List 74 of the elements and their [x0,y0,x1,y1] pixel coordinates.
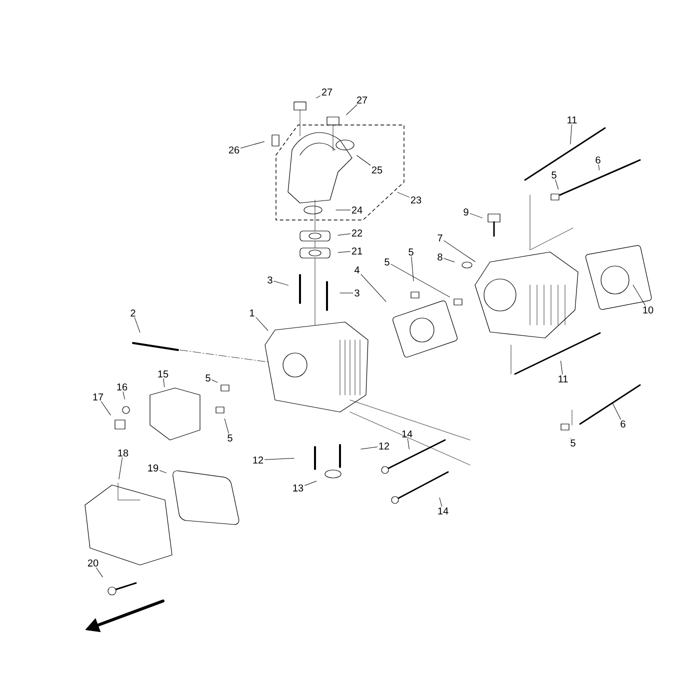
callout-number: 11 [558,376,568,382]
leader-line [444,240,476,262]
leader-line [439,498,442,507]
leader-line [598,164,600,170]
callout-number: 27 [356,96,368,104]
callout-number: 16 [117,383,128,391]
leader-line [560,360,563,375]
leader-line [360,446,378,450]
callout-number: 5 [206,374,210,382]
callout-number: 6 [596,156,600,164]
leader-line [360,274,386,302]
leader-line [470,213,483,218]
leader-line [122,391,125,400]
leader-line [390,264,450,298]
callout-number: 5 [570,440,576,446]
leader-line [212,380,218,383]
leader-line [240,141,264,148]
leader-line [96,568,103,578]
callout-number: 14 [402,430,412,438]
callout-number: 14 [438,508,448,514]
leader-line [411,256,414,282]
leader-line [407,438,410,450]
callout-number: 7 [438,234,442,242]
callout-number: 10 [643,306,654,314]
callout-number: 5 [408,248,414,256]
callout-number: 17 [93,394,104,400]
callout-number: 3 [268,276,272,284]
leader-line [340,292,354,294]
leader-line [256,317,268,331]
leader-line [316,96,320,98]
leader-line [632,284,646,306]
leader-line [264,458,294,460]
callout-number: 15 [158,370,168,378]
callout-number: 8 [438,253,442,261]
callout-number: 5 [384,258,390,266]
callout-number: 21 [352,248,362,254]
callout-number: 3 [354,289,360,297]
leader-line [338,251,350,253]
leader-line [570,124,572,144]
leader-line [612,403,621,420]
callout-number: 9 [464,208,468,216]
leader-line [160,470,167,474]
callout-number: 6 [620,420,626,428]
callout-number: 24 [352,206,362,214]
leader-line [444,258,455,262]
callout-number: 18 [118,449,128,457]
leader-line [555,179,559,190]
leader-line [338,234,350,236]
leader-line [346,104,358,116]
leader-line [356,155,371,166]
callout-number: 23 [410,196,422,204]
callout-number: 5 [552,172,556,178]
leader-line [304,480,317,486]
leader-line [100,401,111,416]
callout-number: 11 [568,116,577,124]
callout-number: 5 [228,434,232,442]
leader-line [274,280,288,286]
leader-line [397,192,410,198]
callout-number: 12 [379,442,390,450]
leader-line [224,418,229,434]
callout-number: 12 [253,456,264,464]
callout-number: 4 [354,266,360,274]
callout-number: 27 [322,88,332,96]
leader-line [163,378,165,388]
callout-number: 25 [372,166,382,174]
callout-number: 22 [352,230,362,236]
callout-number: 19 [148,464,158,472]
callout-number: 1 [250,310,254,316]
callout-number: 20 [88,559,98,567]
callout-number: 26 [228,146,240,154]
callout-number: 2 [130,310,136,316]
leader-line [134,317,140,333]
leader-line [118,457,122,480]
callout-number: 13 [293,484,304,492]
